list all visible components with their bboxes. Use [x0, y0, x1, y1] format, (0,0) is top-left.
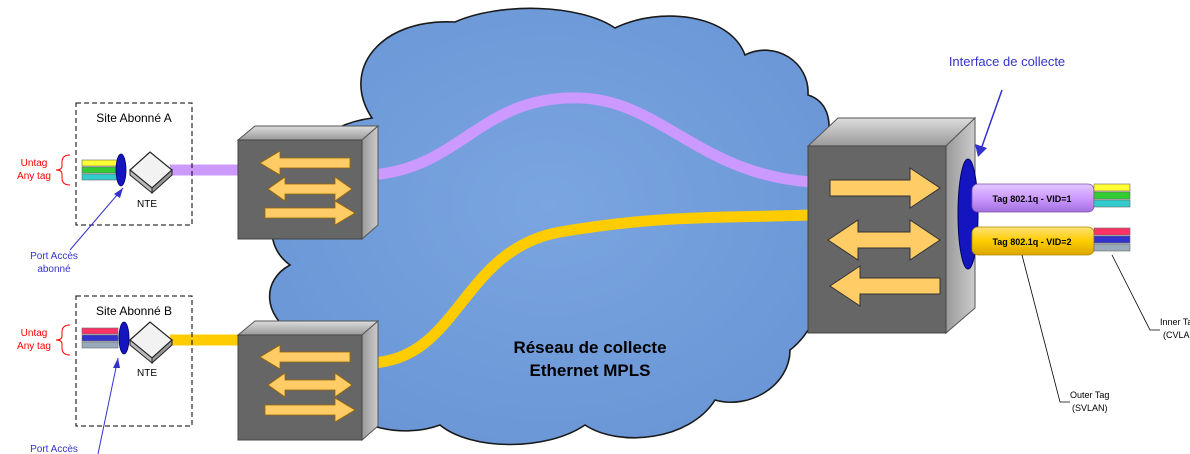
mpls-cloud [268, 7, 830, 446]
untag-a-line2: Any tag [17, 171, 51, 182]
nte-a [81, 151, 173, 195]
port-b-pointer [97, 357, 119, 454]
inner-tag-line1: Inner Tag [1160, 317, 1190, 327]
arrow-both-icon [267, 372, 353, 398]
switch-a [236, 124, 380, 241]
arrow-both-icon [827, 219, 941, 261]
inner-tag-line2: (CVLAN) [1163, 330, 1190, 340]
tag2-label: Tag 802.1q - VID=2 [992, 237, 1071, 247]
interface-pointer [979, 89, 1003, 153]
port-b-line1: Port Accès [30, 444, 78, 454]
site-b-box [75, 295, 193, 427]
nte-b-label: NTE [137, 368, 157, 379]
purple-link [170, 92, 813, 188]
port-a-line2: abonné [37, 264, 71, 275]
brace-b [55, 324, 71, 356]
tag1-label: Tag 802.1q - VID=1 [992, 194, 1071, 204]
site-a-title: Site Abonné A [96, 111, 171, 125]
untag-a-line1: Untag [21, 158, 48, 169]
arrow-right-icon [829, 167, 941, 209]
outer-tag-pointer [1021, 254, 1070, 403]
interface-label: Interface de collecte [949, 54, 1065, 69]
inner-tag-pointer [1111, 254, 1160, 331]
tag-vid2-cable [971, 226, 1131, 256]
tag-vid1-cable [971, 183, 1131, 213]
nte-a-label: NTE [137, 199, 157, 210]
port-a-line1: Port Accès [30, 251, 78, 262]
collect-switch [806, 116, 977, 335]
brace-a [55, 154, 71, 186]
port-a-pointer [69, 187, 124, 251]
arrow-left-icon [829, 265, 941, 307]
untag-b-line2: Any tag [17, 341, 51, 352]
untag-b-line1: Untag [21, 328, 48, 339]
site-b-title: Site Abonné B [96, 304, 172, 318]
cloud-title-line1: Réseau de collecte [513, 338, 666, 357]
site-a-box [75, 102, 193, 226]
outer-tag-line1: Outer Tag [1070, 390, 1109, 400]
cloud-title-line2: Ethernet MPLS [530, 361, 651, 380]
switch-b [236, 319, 380, 442]
arrow-both-icon [267, 176, 353, 202]
nte-b [81, 321, 173, 365]
yellow-link [170, 209, 813, 369]
outer-tag-line2: (SVLAN) [1072, 403, 1108, 413]
